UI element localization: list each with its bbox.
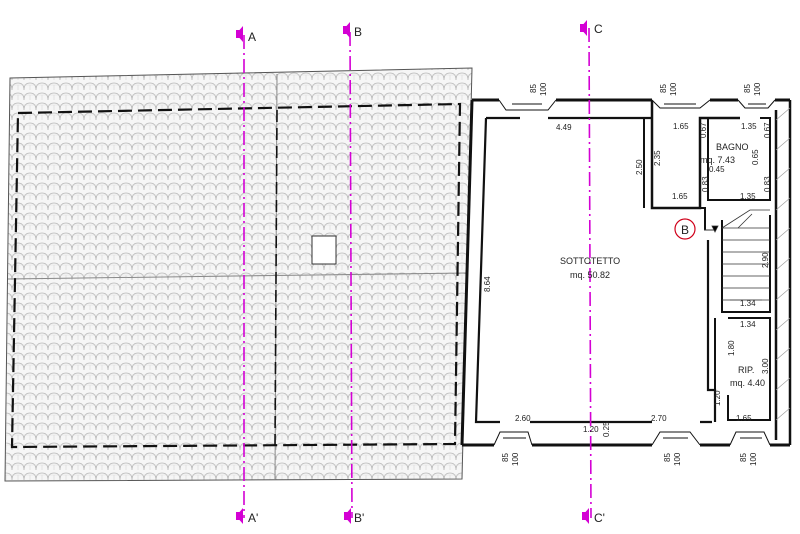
room-name-bagno: BAGNO	[716, 142, 749, 152]
section-label-a-top: A	[248, 30, 256, 44]
dimension-label: 3.00	[761, 358, 770, 374]
dimension-label: 0.83	[763, 176, 772, 192]
stair-marker: B	[674, 218, 696, 240]
section-label-c-bottom: C'	[594, 511, 605, 525]
staircase	[704, 209, 770, 301]
roof-area	[4, 67, 473, 482]
dimension-label: 1.35	[741, 122, 757, 131]
right-wall-hatch	[775, 107, 791, 421]
window-width: 85	[743, 84, 752, 93]
windows	[493, 99, 776, 446]
roof-skylight	[311, 235, 337, 265]
dimension-label: 2.90	[761, 252, 770, 268]
dimension-label: 1.65	[672, 192, 688, 201]
section-markers	[236, 20, 589, 524]
dimension-label: 2.50	[635, 159, 644, 175]
room-name-sottotetto: SOTTOTETTO	[560, 256, 620, 266]
dimension-label: 1.34	[740, 299, 756, 308]
section-label-b-bottom: B'	[354, 511, 364, 525]
window-width: 85	[659, 84, 668, 93]
room-area-rip: mq. 4.40	[730, 378, 765, 388]
dimension-label: 2.35	[653, 150, 662, 166]
section-label-c-top: C	[594, 22, 603, 36]
dimension-label: 0.25	[602, 421, 611, 437]
room-labels: SOTTOTETTO mq. 50.82 BAGNO mq. 7.43 RIP.…	[560, 142, 765, 388]
window-height: 100	[511, 452, 520, 466]
dimension-label: 1.65	[736, 414, 752, 423]
dimension-label: 1.34	[740, 320, 756, 329]
dimension-label: 2.60	[515, 414, 531, 423]
window-height: 100	[669, 82, 678, 96]
room-area-sottotetto: mq. 50.82	[570, 270, 610, 280]
dimension-label: 1.80	[727, 340, 736, 356]
dimension-label: 1.35	[740, 192, 756, 201]
window-dimension-labels: 85 100 85 100 85 100 85 100 85 100 85 10…	[501, 82, 762, 466]
dimension-label: 0.67	[763, 122, 772, 138]
dimension-labels: 4.49 2.50 2.35 8.64 1.65 0.67 1.35 0.67 …	[483, 122, 772, 437]
section-labels: A B C A' B' C'	[248, 22, 605, 525]
dimension-label: 0.65	[751, 149, 760, 165]
dimension-label: 1.65	[673, 122, 689, 131]
window-height: 100	[673, 452, 682, 466]
section-label-b-top: B	[354, 25, 362, 39]
window-width: 85	[663, 453, 672, 462]
roof-dashed-outline	[10, 102, 462, 449]
dimension-label: 4.49	[556, 123, 572, 132]
window-height: 100	[753, 82, 762, 96]
dimension-label: 0.45	[709, 165, 725, 174]
dimension-label: 1.20	[713, 390, 722, 406]
room-area-bagno: mq. 7.43	[700, 155, 735, 165]
stair-marker-label: B	[681, 223, 689, 237]
section-label-a-bottom: A'	[248, 511, 258, 525]
window-height: 100	[749, 452, 758, 466]
window-width: 85	[739, 453, 748, 462]
dimension-label: 1.20	[583, 425, 599, 434]
building-walls	[460, 98, 792, 447]
room-name-rip: RIP.	[738, 365, 754, 375]
section-lines	[243, 27, 592, 519]
window-width: 85	[529, 84, 538, 93]
dimension-label: 2.70	[651, 414, 667, 423]
window-height: 100	[539, 82, 548, 96]
window-width: 85	[501, 453, 510, 462]
dimension-label: 0.83	[701, 176, 710, 192]
dimension-label: 8.64	[483, 276, 492, 292]
dimension-label: 0.67	[699, 122, 708, 138]
